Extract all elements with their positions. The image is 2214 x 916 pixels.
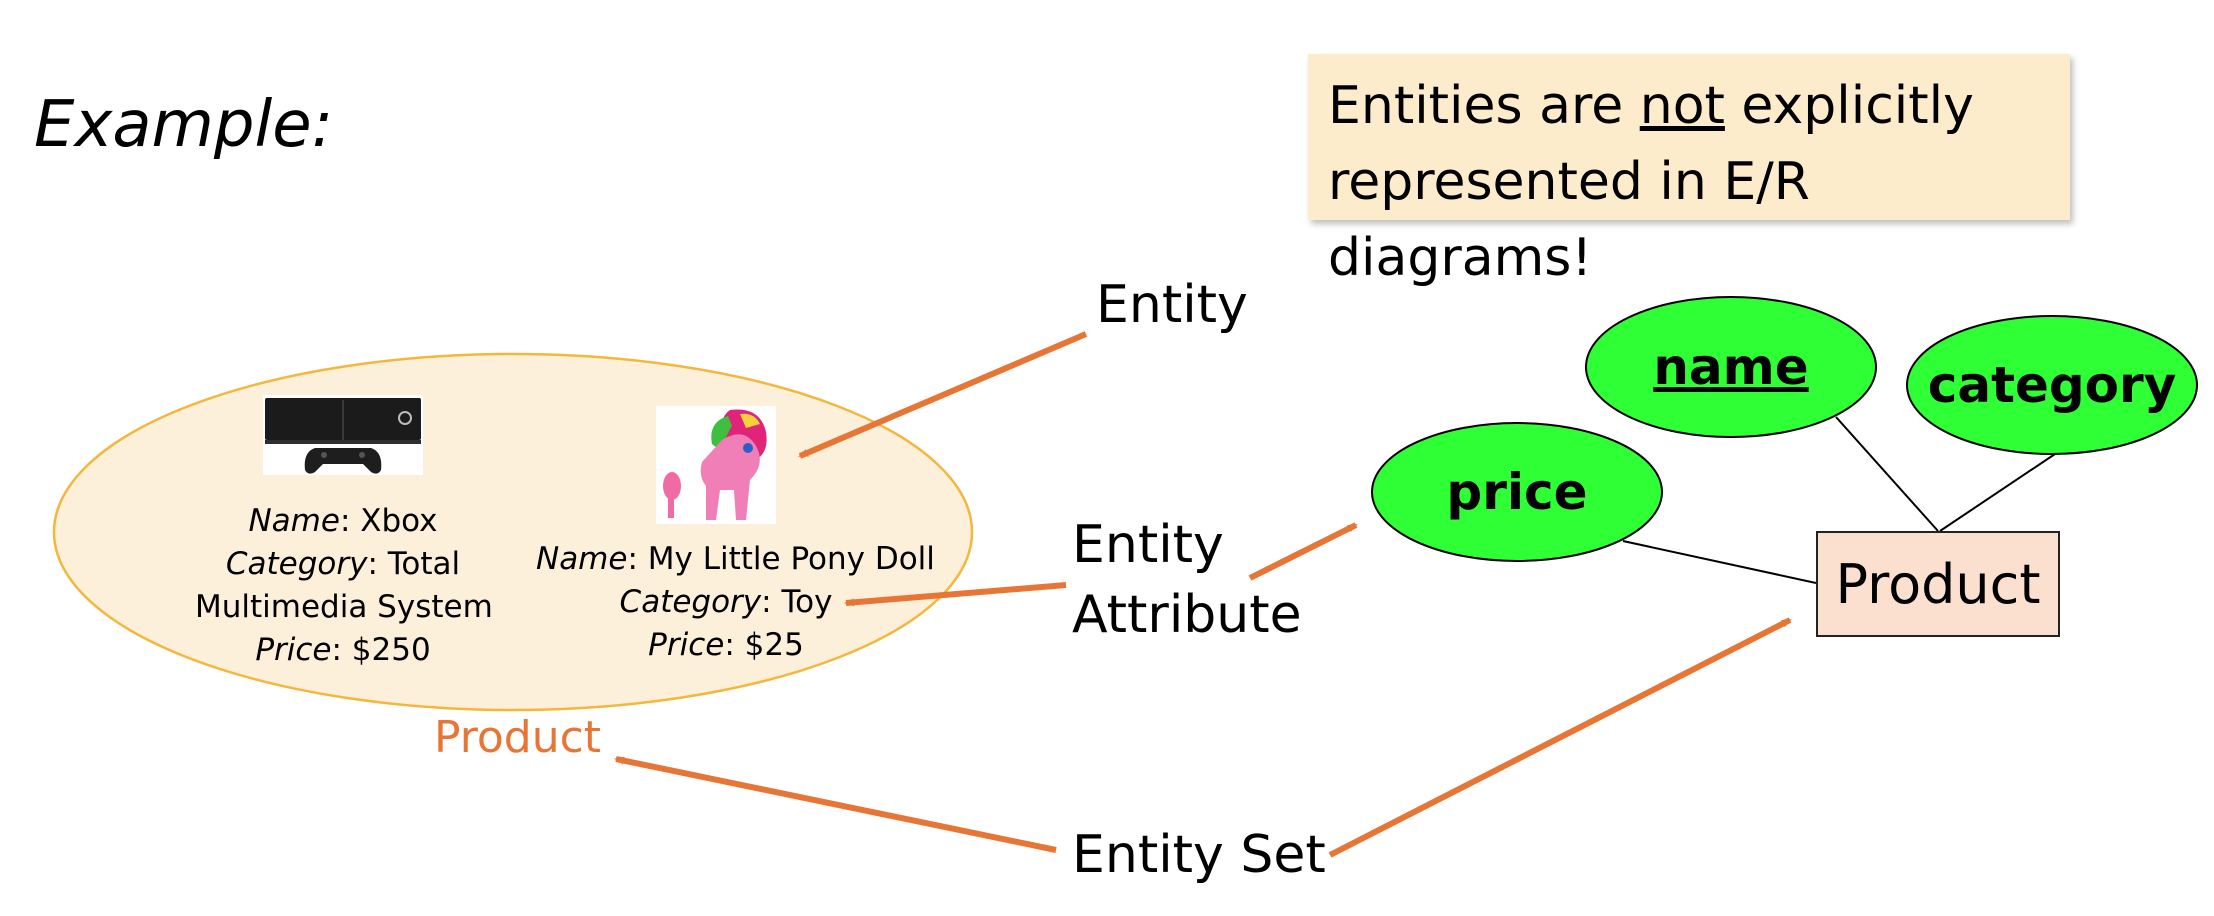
pony-price-key: Price [648, 627, 725, 663]
note-box: Entities are not explicitly represented … [1308, 54, 2070, 288]
note-emphasis: not [1639, 76, 1725, 136]
pony-price-row: Price: $25 [536, 624, 916, 667]
xbox-price-row: Price: $250 [195, 629, 491, 672]
xbox-name-key: Name [248, 503, 340, 539]
xbox-price-key: Price [255, 632, 332, 668]
xbox-category-value: : Total [367, 546, 461, 582]
arrow-attribute-right [1248, 522, 1358, 581]
attribute-name-ellipse [1585, 296, 1877, 438]
attribute-price-ellipse [1371, 422, 1663, 562]
er-line-category [1939, 453, 2056, 532]
attribute-category-ellipse [1906, 315, 2198, 455]
note-prefix: Entities are [1328, 76, 1640, 136]
arrow-attribute-left [844, 582, 1067, 607]
note-line-1: Entities are not explicitly [1328, 68, 2050, 144]
xbox-price-value: : $250 [331, 632, 431, 668]
arrow-entity-set-left [614, 756, 1057, 853]
pony-category-key: Category [619, 584, 762, 620]
arrow-entity-set-right [1328, 617, 1792, 858]
attribute-name-label: name [1653, 338, 1809, 396]
entity-set-label: Product [434, 712, 602, 763]
pony-doll-icon [656, 406, 776, 524]
callout-entity: Entity [1096, 275, 1248, 335]
note-suffix: explicitly [1724, 76, 1974, 136]
xbox-console-icon [263, 395, 423, 475]
note-line-2: represented in E/R diagrams! [1328, 152, 1810, 288]
er-line-name [1835, 416, 1939, 532]
pony-category-value: : Toy [761, 584, 833, 620]
pony-name-key: Name [536, 541, 628, 577]
example-heading: Example: [34, 88, 334, 162]
pony-price-value: : $25 [724, 627, 804, 663]
xbox-name-row: Name: Xbox [195, 500, 491, 543]
callout-attribute: Entity Attribute [1072, 510, 1302, 650]
pony-name-row: Name: My Little Pony Doll [536, 538, 935, 581]
pony-name-value: : My Little Pony Doll [627, 541, 935, 577]
callout-attribute-line2: Attribute [1072, 585, 1302, 645]
xbox-category-row-2: Multimedia System [195, 589, 493, 625]
callout-entity-set: Entity Set [1072, 825, 1326, 885]
xbox-name-value: : Xbox [339, 503, 438, 539]
arrow-entity [798, 331, 1088, 459]
er-line-price [1622, 540, 1817, 584]
xbox-category-row: Category: Total [195, 543, 491, 586]
pony-category-row: Category: Toy [536, 581, 916, 624]
attribute-price-label: price [1446, 463, 1588, 521]
er-entity-label: Product [1835, 552, 2041, 616]
entity-pony-attributes: Name: My Little Pony Doll Category: Toy … [536, 538, 935, 667]
attribute-category-label: category [1927, 356, 2177, 414]
callout-attribute-line1: Entity [1072, 515, 1224, 575]
er-entity-product: Product [1816, 531, 2060, 637]
xbox-category-key: Category [225, 546, 368, 582]
entity-xbox-attributes: Name: Xbox Category: Total Multimedia Sy… [195, 500, 493, 672]
